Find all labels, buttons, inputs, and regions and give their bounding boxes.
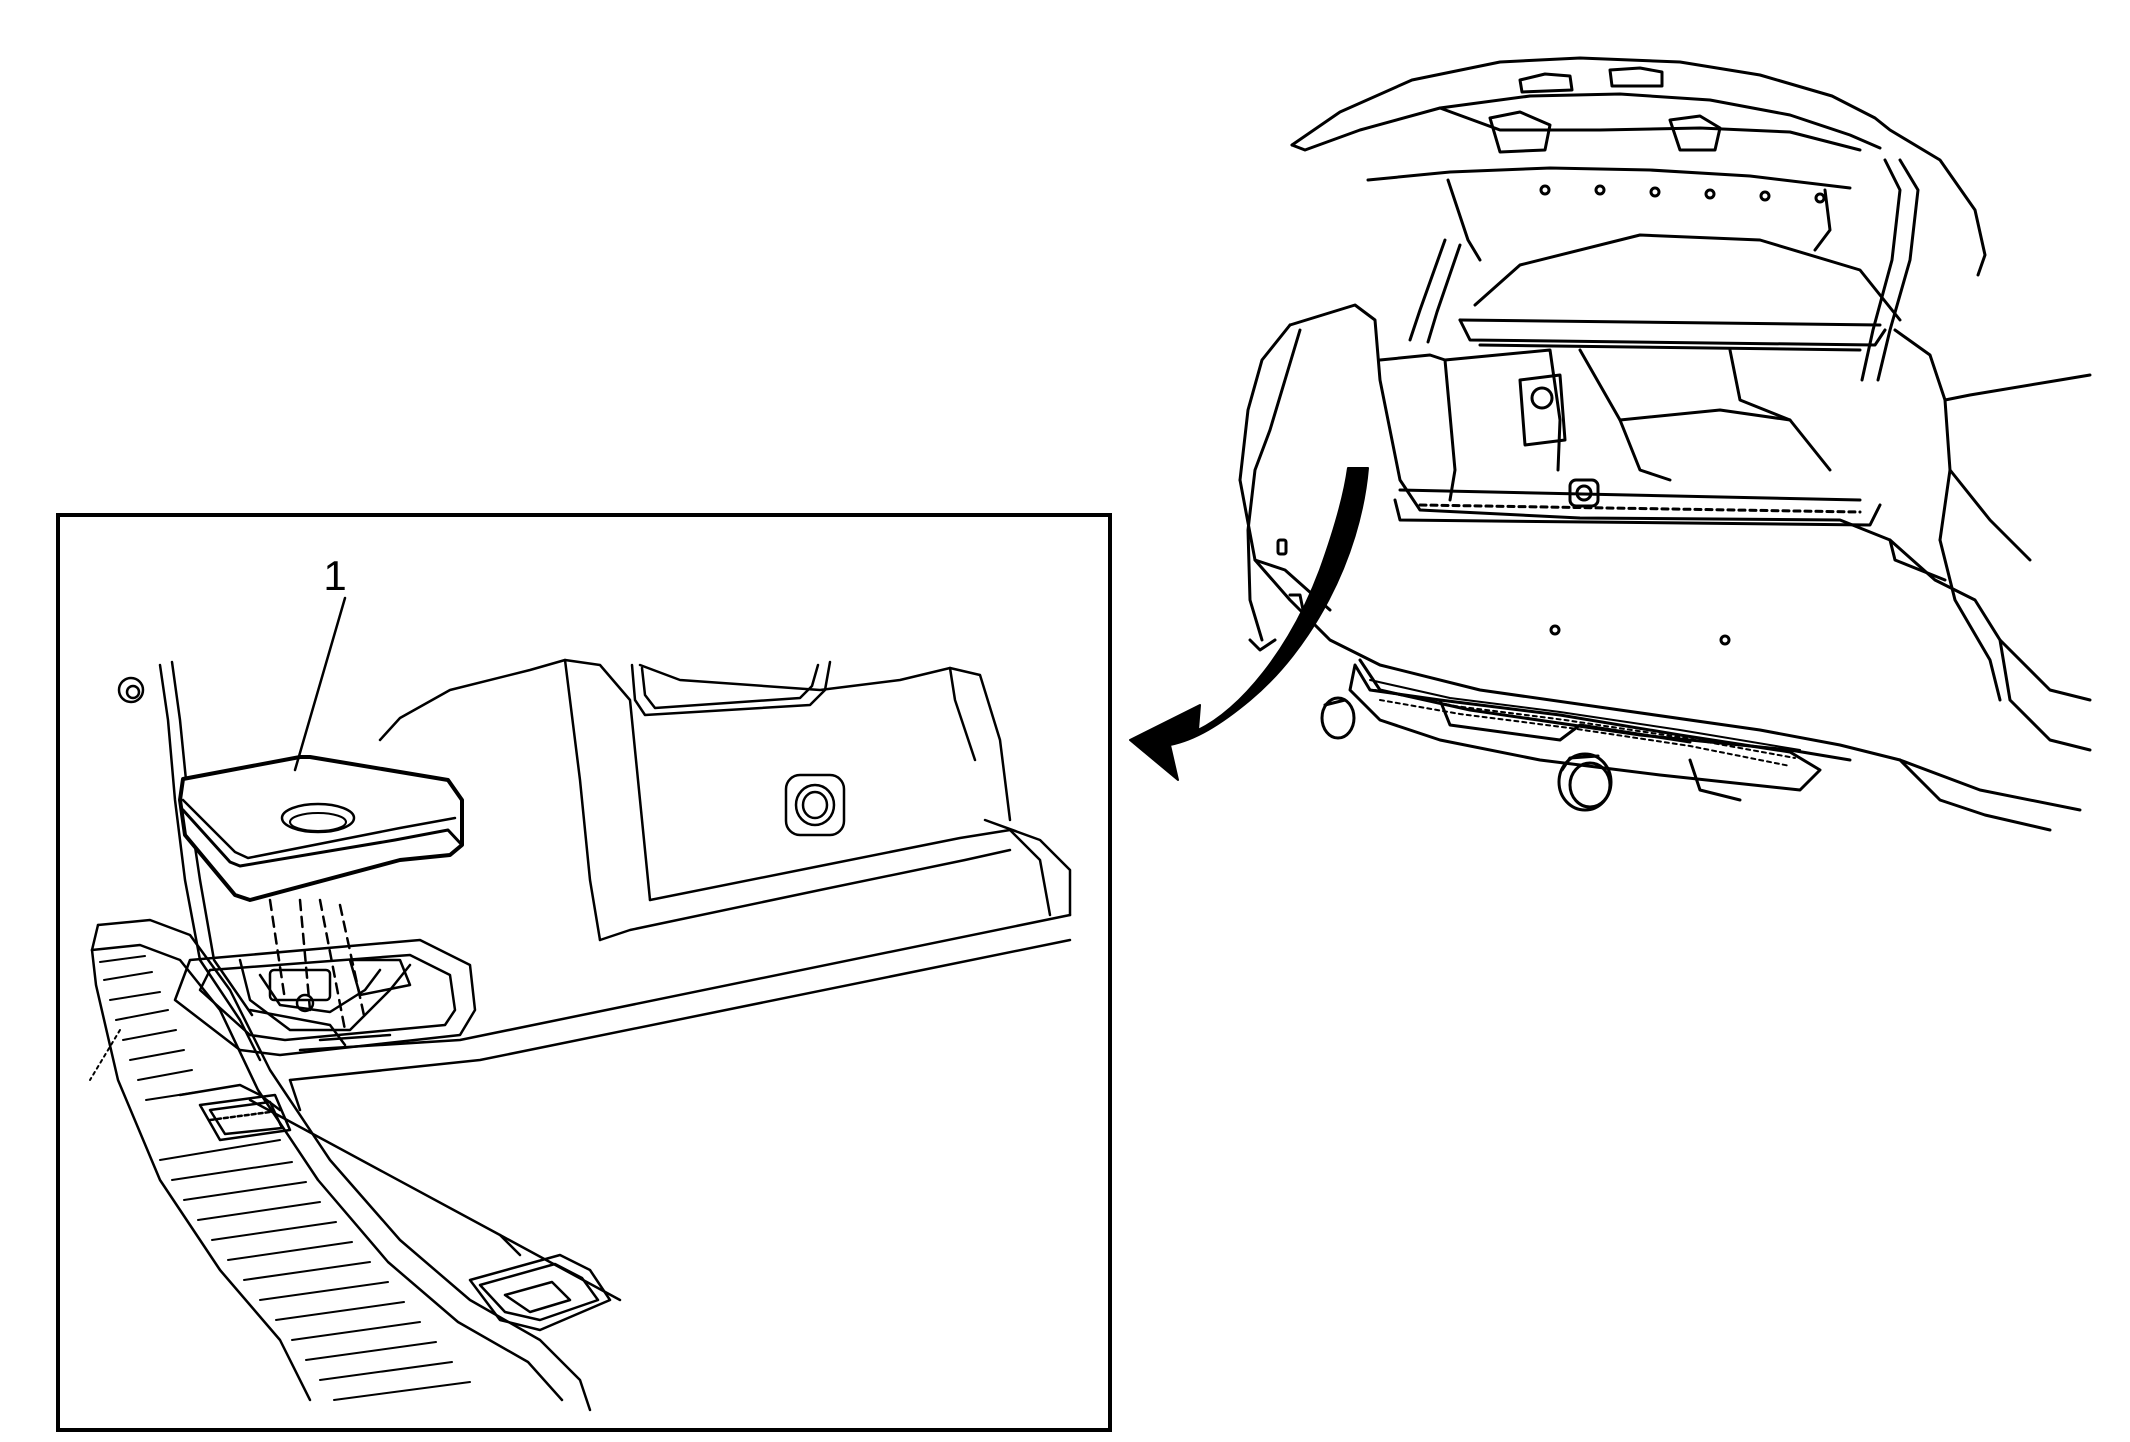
- jack-well: [173, 938, 477, 1057]
- exhaust-tips: [1320, 696, 1613, 812]
- car-rear-view: [1238, 56, 2092, 832]
- guide-lines: [268, 898, 367, 1032]
- callout-label-1: 1: [323, 552, 346, 599]
- sill-plate: [90, 918, 622, 1412]
- inset-frame: [56, 513, 1112, 1432]
- jack-storage-block: [178, 755, 464, 902]
- trunk-hinge-struts: [1408, 158, 1920, 382]
- drain-plug: [784, 773, 846, 837]
- rear-diffuser: [1348, 663, 1822, 802]
- detail-inset: 1: [56, 513, 1112, 1432]
- trunk-interior: [1378, 348, 1882, 527]
- curved-arrow-icon: [1129, 467, 1369, 781]
- retainer-clip: [117, 676, 145, 704]
- sill-ribs: [89, 955, 471, 1401]
- rear-bumper: [1238, 478, 2082, 812]
- trunk-lid: [1290, 56, 1987, 277]
- callout-leader: [293, 596, 347, 772]
